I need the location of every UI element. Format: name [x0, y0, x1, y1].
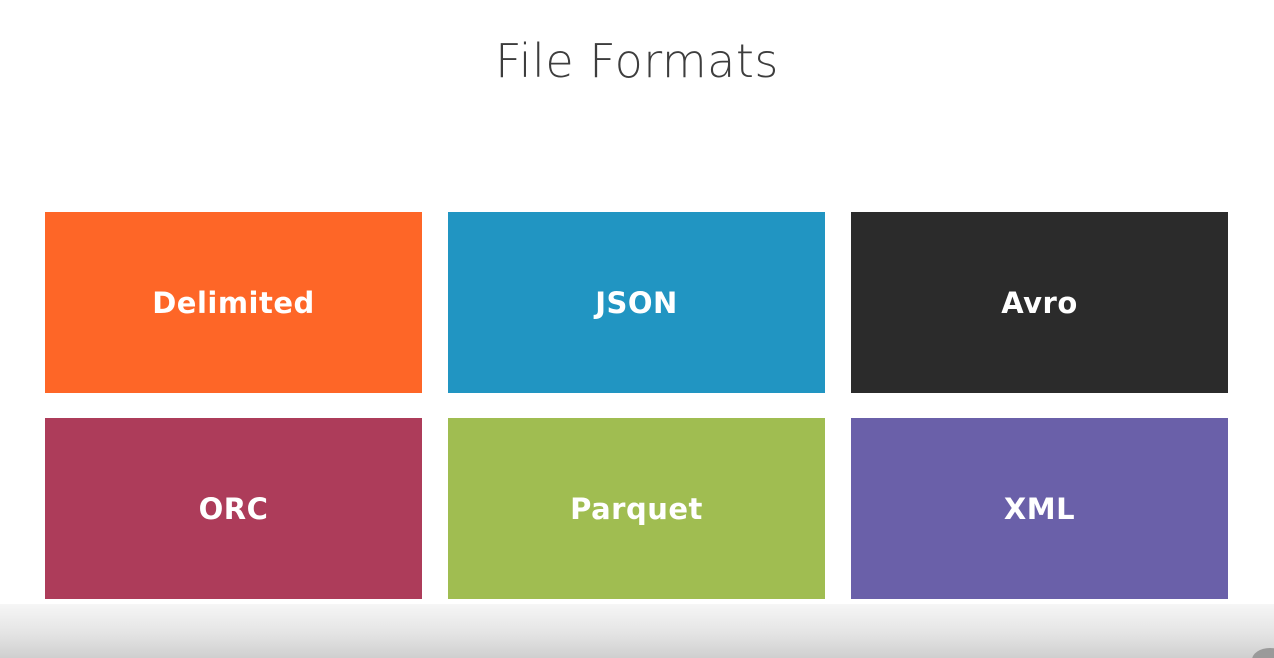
tile-orc: ORC [45, 418, 422, 599]
tile-json: JSON [448, 212, 825, 393]
slide-title: File Formats [495, 34, 779, 88]
tile-avro: Avro [851, 212, 1228, 393]
tile-delimited: Delimited [45, 212, 422, 393]
corner-control-icon [1252, 648, 1274, 658]
tile-parquet: Parquet [448, 418, 825, 599]
tile-xml: XML [851, 418, 1228, 599]
bottom-overlay-bar [0, 604, 1274, 658]
